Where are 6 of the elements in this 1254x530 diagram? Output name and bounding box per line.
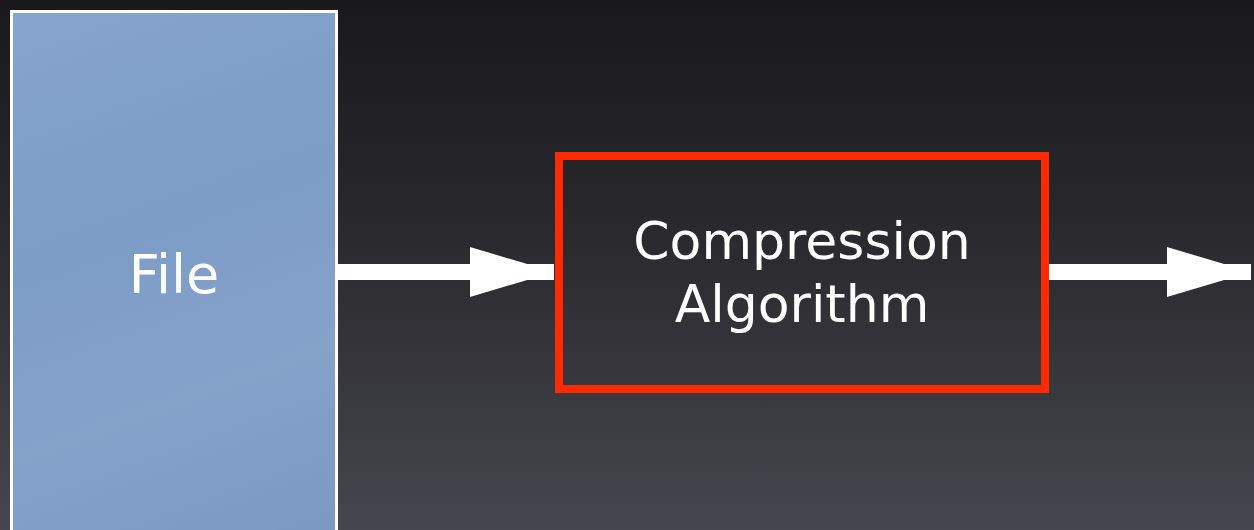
arrow xyxy=(338,247,554,297)
file-box xyxy=(10,10,338,530)
node-label: Compression Algorithm xyxy=(632,210,972,335)
arrow xyxy=(1049,247,1251,297)
process-box xyxy=(555,152,1049,393)
node-label: File xyxy=(128,242,220,308)
